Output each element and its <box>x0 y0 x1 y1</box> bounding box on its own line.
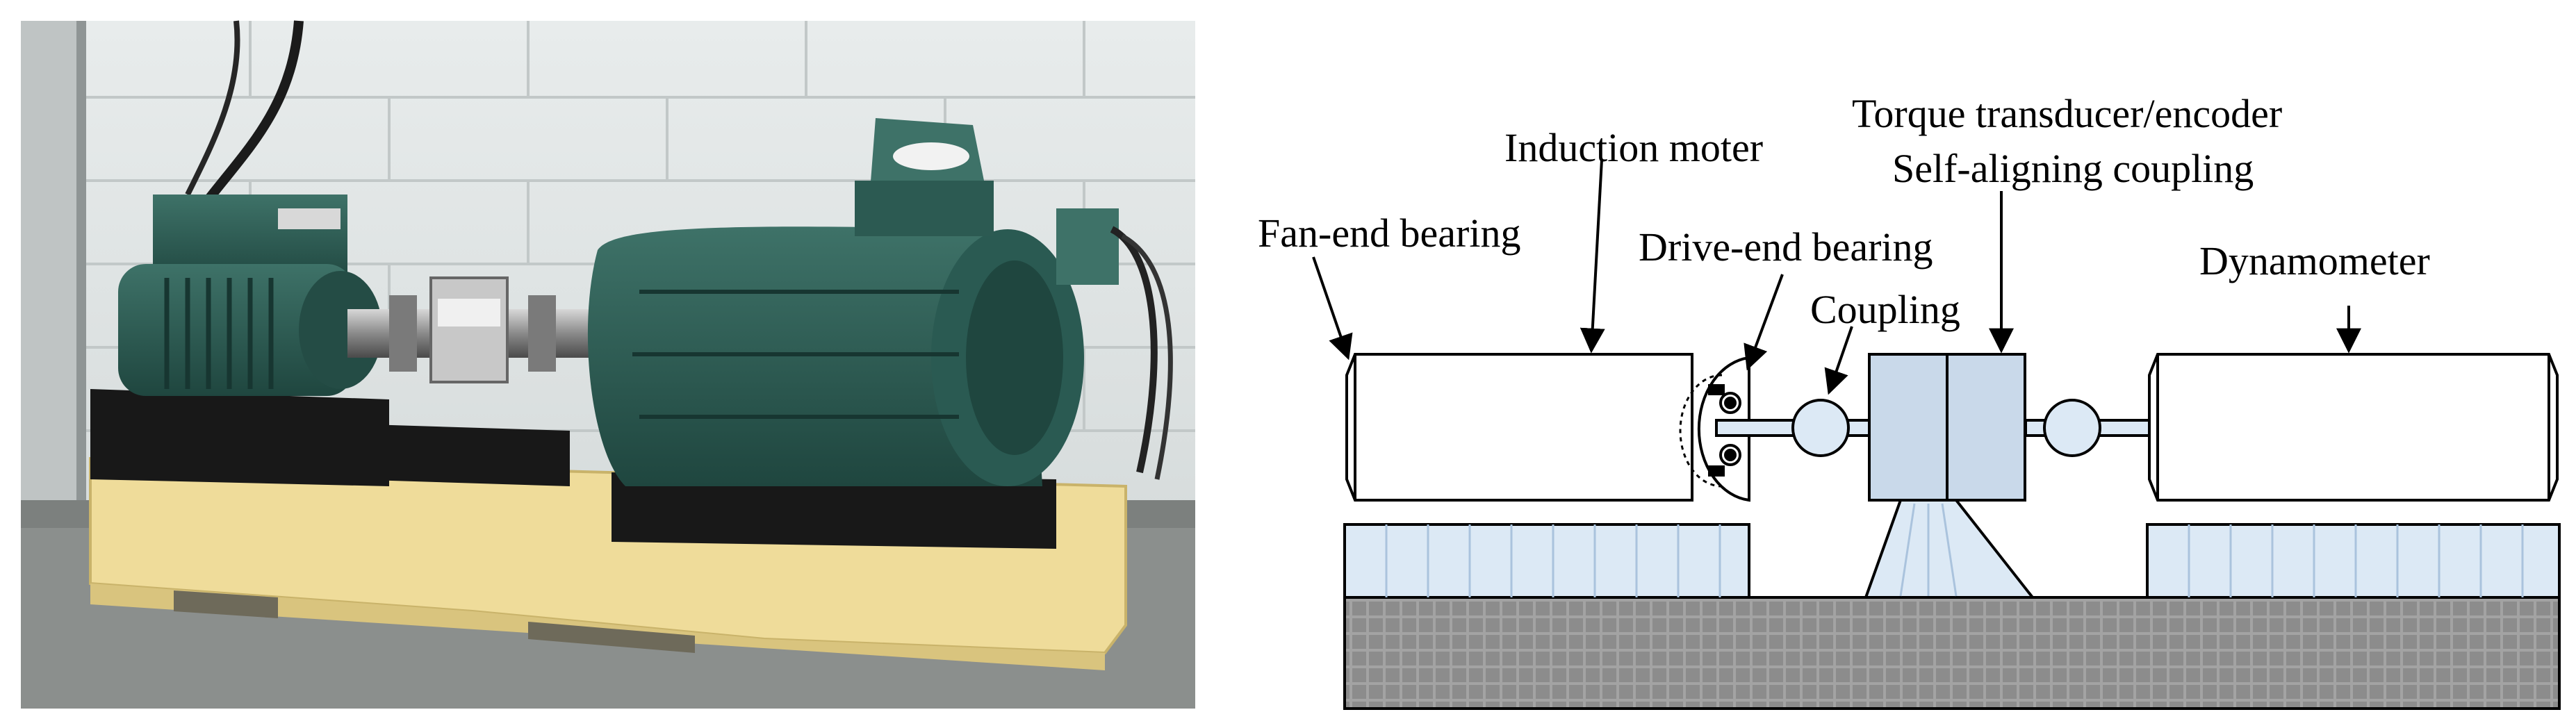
photo-transducer <box>347 276 598 383</box>
schematic-induction-motor <box>1345 353 1693 502</box>
power-cable <box>197 20 304 212</box>
label-self-aligning-coupling: Self-aligning coupling <box>1892 146 2254 191</box>
photo-dynamometer <box>587 118 1173 486</box>
transducer-stand <box>1864 499 2036 599</box>
torque-transducer-block <box>1868 353 2026 502</box>
door-frame <box>21 21 76 500</box>
label-dynamometer: Dynamometer <box>2199 238 2430 283</box>
label-induction-motor: Induction moter <box>1504 125 1763 170</box>
coupling-right <box>2043 399 2101 457</box>
test-rig-schematic <box>1312 159 2561 710</box>
label-drive-end-bearing: Drive-end bearing <box>1639 224 1933 270</box>
leader-arrows <box>1312 159 2361 395</box>
photo-induction-motor <box>118 195 382 396</box>
dynamometer-pedestal <box>2146 523 2561 599</box>
label-coupling: Coupling <box>1810 287 1960 332</box>
coupling-left <box>1791 399 1850 457</box>
motor-pedestal <box>1343 523 1750 599</box>
floor-slab <box>1343 596 2561 710</box>
test-rig-photo <box>21 20 1195 709</box>
black-plinths <box>90 389 1056 549</box>
label-torque-transducer: Torque transducer/encoder <box>1852 91 2282 136</box>
schematic-dynamometer <box>2148 353 2559 502</box>
label-fan-end-bearing: Fan-end bearing <box>1258 210 1520 256</box>
